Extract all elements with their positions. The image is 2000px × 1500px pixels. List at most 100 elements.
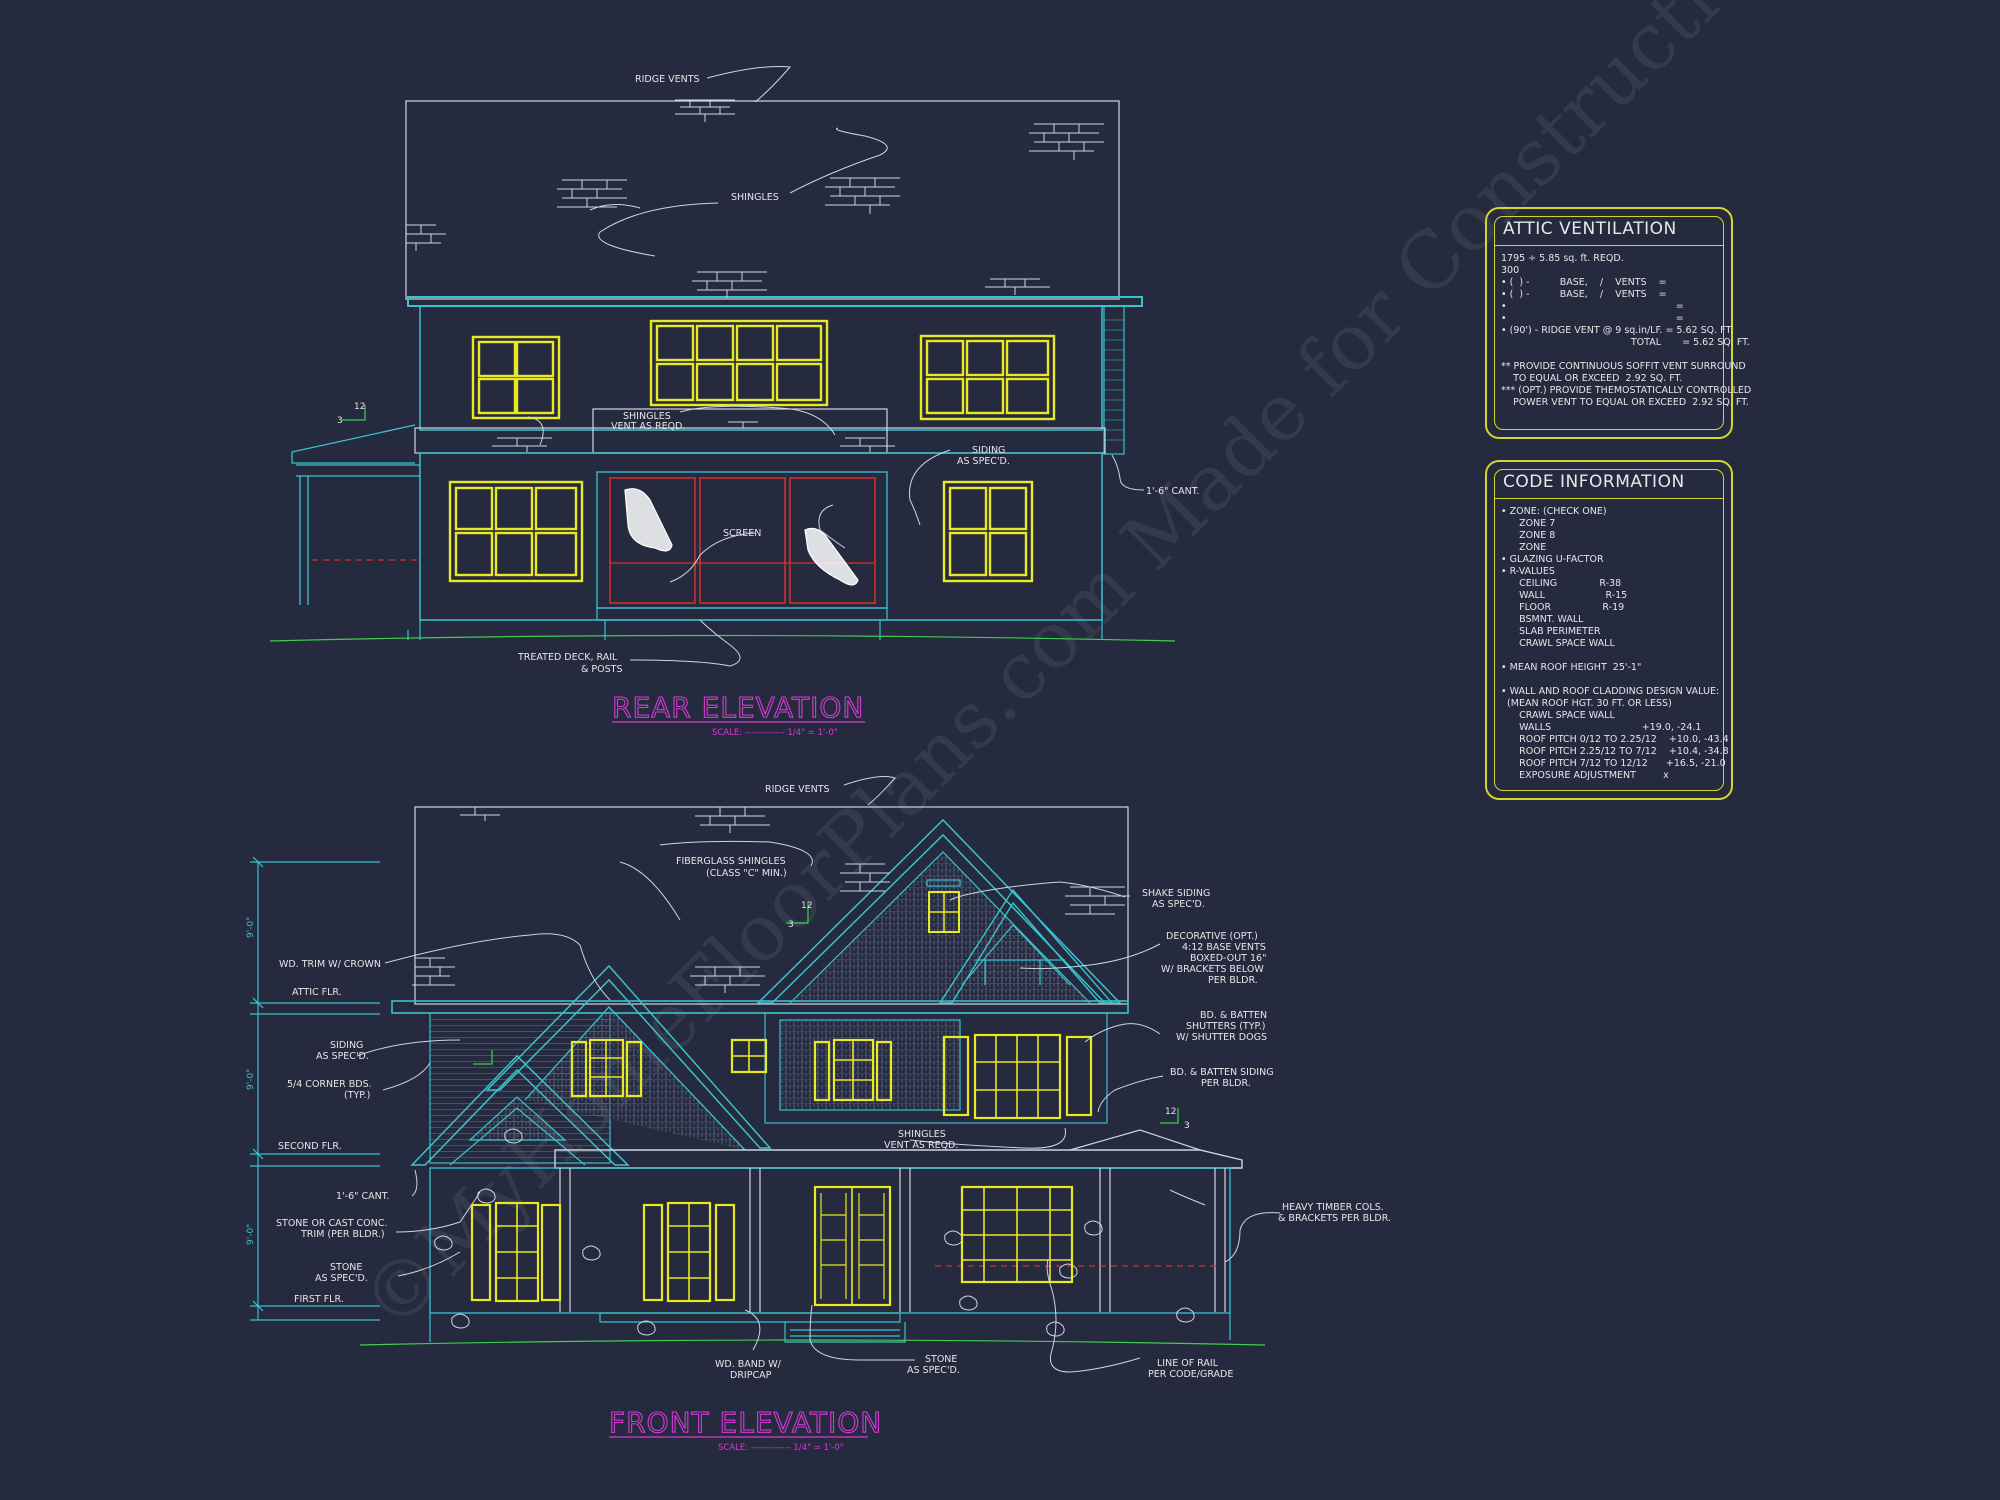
code-information-line: FLOOR R-19 (1501, 602, 1625, 613)
svg-text:3: 3 (788, 920, 794, 930)
rear-note-siding: SIDING (972, 445, 1005, 456)
front-note-wd-band: WD. BAND W/ (715, 1359, 782, 1370)
code-information-line: CRAWL SPACE WALL (1501, 710, 1615, 721)
rear-note-siding-spec: AS SPEC'D. (957, 456, 1010, 467)
front-window-lower-center (642, 1201, 736, 1303)
attic-ventilation-line: *** (OPT.) PROVIDE THEMOSTATICALLY CONTR… (1501, 385, 1752, 396)
front-note-stone: STONE (330, 1262, 362, 1273)
attic-ventilation-line: • ( ) - BASE, / VENTS = (1501, 289, 1667, 300)
attic-ventilation-line (1501, 349, 1717, 361)
front-leaders (356, 776, 1281, 1373)
rear-elevation-title: REAR ELEVATION (612, 691, 864, 724)
front-note-attic-flr: ATTIC FLR. (292, 987, 342, 998)
attic-ventilation-line: • ( ) - BASE, / VENTS = (1501, 277, 1667, 288)
rear-shingle-symbols (406, 99, 1104, 452)
rear-left-porch (291, 424, 420, 605)
attic-ventilation-body: 1795 ÷ 5.85 sq. ft. REQD.300• ( ) - BASE… (1501, 253, 1752, 409)
code-information-panel: CODE INFORMATION • ZONE: (CHECK ONE) ZON… (1485, 460, 1733, 800)
front-note-batten-bldr: PER BLDR. (1201, 1078, 1251, 1089)
front-small-gable (410, 1054, 630, 1166)
front-note-stone-bottom-spec: AS SPEC'D. (907, 1365, 960, 1376)
attic-ventilation-line: • (90') - RIDGE VENT @ 9 sq.in/LF. = 5.6… (1501, 325, 1734, 336)
attic-ventilation-line: ** PROVIDE CONTINUOUS SOFFIT VENT SURROU… (1501, 361, 1746, 372)
front-note-corner-typ: (TYP.) (344, 1090, 370, 1101)
code-information-line: ZONE 7 (1501, 518, 1556, 529)
front-note-shutter-dogs: W/ SHUTTER DOGS (1176, 1032, 1267, 1043)
front-note-shake: SHAKE SIDING (1142, 888, 1210, 899)
front-note-second-flr: SECOND FLR. (278, 1141, 342, 1152)
code-information-line: BSMNT. WALL (1501, 614, 1584, 625)
code-information-line: • MEAN ROOF HEIGHT 25'-1" (1501, 662, 1642, 673)
rear-window-upper-left (471, 335, 561, 420)
front-note-per-bldr: PER BLDR. (1208, 975, 1258, 986)
front-window-upper-right (942, 1033, 1093, 1120)
code-information-line: ZONE 8 (1501, 530, 1556, 541)
rear-window-lower-left (448, 480, 584, 583)
front-note-shake-spec: AS SPEC'D. (1152, 899, 1205, 910)
attic-ventilation-title: ATTIC VENTILATION (1503, 219, 1677, 239)
front-note-fiberglass: FIBERGLASS SHINGLES (676, 856, 786, 867)
rear-window-lower-right (942, 480, 1034, 583)
front-shingle-symbols (412, 806, 1130, 993)
rear-leaders (527, 65, 1145, 667)
rear-grade-line (269, 634, 1176, 642)
code-information-line (1501, 674, 1717, 686)
front-note-cant: 1'-6" CANT. (336, 1191, 389, 1202)
front-note-stone-spec: AS SPEC'D. (315, 1273, 368, 1284)
front-note-rail-code: PER CODE/GRADE (1148, 1369, 1233, 1380)
attic-ventilation-line: • = (1501, 301, 1684, 312)
front-windows (470, 1033, 1093, 1307)
front-note-first-flr: FIRST FLR. (294, 1294, 344, 1305)
code-information-line: ROOF PITCH 7/12 TO 12/12 +16.5, -21.0 (1501, 758, 1726, 769)
front-note-stone-bottom: STONE (925, 1354, 957, 1365)
rear-note-shingles-vent: SHINGLES (623, 411, 671, 422)
attic-ventilation-line: POWER VENT TO EQUAL OR EXCEED 2.92 SQ. F… (1501, 397, 1749, 408)
front-note-batten: BD. & BATTEN SIDING (1170, 1067, 1274, 1078)
rear-notes: RIDGE VENTS SHINGLES SHINGLES VENT AS RE… (517, 74, 1199, 675)
rear-window-upper-middle (649, 319, 829, 407)
front-notes: RIDGE VENTS FIBERGLASS SHINGLES (CLASS "… (276, 784, 1391, 1381)
rear-note-cant: 1'-6" CANT. (1146, 486, 1199, 497)
front-note-class-c: (CLASS "C" MIN.) (706, 868, 787, 879)
rear-roof (405, 100, 1120, 300)
front-note-wd-trim: WD. TRIM W/ CROWN (279, 959, 381, 970)
code-information-inner-border (1494, 469, 1724, 791)
code-information-line: ROOF PITCH 2.25/12 TO 7/12 +10.4, -34.8 (1501, 746, 1729, 757)
rear-elevation (269, 100, 1176, 642)
front-note-trim: TRIM (PER BLDR.) (300, 1229, 385, 1240)
attic-ventilation-inner-border (1494, 216, 1724, 430)
rear-scale: SCALE: ------------- 1/4" = 1'-0" (712, 728, 838, 738)
front-note-corner: 5/4 CORNER BDS. (287, 1079, 372, 1090)
code-information-line: SLAB PERIMETER (1501, 626, 1601, 637)
front-note-timber-brackets: & BRACKETS PER BLDR. (1278, 1213, 1391, 1224)
front-note-brackets: W/ BRACKETS BELOW (1161, 964, 1264, 975)
front-dimension-lines (250, 856, 380, 1321)
front-steps (599, 1312, 906, 1343)
svg-text:12: 12 (1165, 1107, 1176, 1117)
attic-ventilation-panel: ATTIC VENTILATION 1795 ÷ 5.85 sq. ft. RE… (1485, 207, 1752, 439)
svg-text:9'-0": 9'-0" (246, 1224, 256, 1245)
code-information-line: ZONE (1501, 542, 1547, 553)
front-roof (414, 806, 1129, 1005)
attic-ventilation-line: TOTAL = 5.62 SQ. FT. (1501, 337, 1750, 348)
rear-note-vent-reqd: VENT AS REQD. (611, 421, 685, 432)
rear-window-upper-right (919, 334, 1056, 421)
rear-note-shingles: SHINGLES (731, 192, 779, 203)
front-note-shingles: SHINGLES (898, 1129, 946, 1140)
front-note-shutters-typ: SHUTTERS (TYP.) (1186, 1021, 1266, 1032)
front-grade-line (359, 1339, 1266, 1346)
front-note-siding: SIDING (330, 1040, 363, 1051)
rear-windows (448, 319, 1056, 583)
front-scale: SCALE: ------------- 1/4" = 1'-0" (718, 1443, 844, 1453)
front-pitch-symbols: 12 3 12 3 (473, 901, 1190, 1131)
front-window-lower-left (470, 1201, 562, 1303)
code-information-line: (MEAN ROOF HGT. 30 FT. OR LESS) (1501, 698, 1672, 709)
attic-ventilation-line: TO EQUAL OR EXCEED 2.92 SQ. FT. (1501, 373, 1683, 384)
front-note-dripcap: DRIPCAP (730, 1370, 772, 1381)
code-information-line: WALL R-15 (1501, 590, 1628, 601)
rear-note-deck: TREATED DECK, RAIL (517, 652, 618, 663)
svg-text:3: 3 (1184, 1121, 1190, 1131)
rear-eave (407, 296, 1143, 307)
